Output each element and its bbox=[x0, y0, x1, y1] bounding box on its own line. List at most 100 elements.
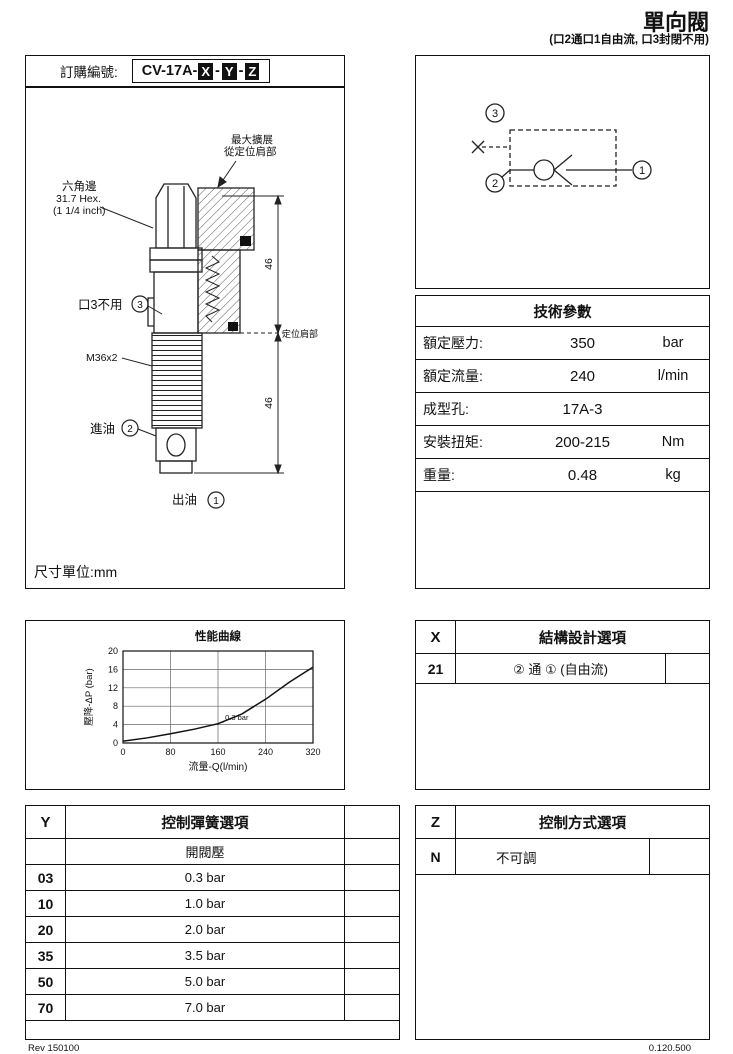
svg-text:320: 320 bbox=[305, 747, 320, 757]
shoulder-label: 定位肩部 bbox=[282, 328, 318, 339]
z-option-code: N bbox=[416, 839, 456, 874]
leader-lines bbox=[99, 160, 237, 437]
y-option-end-cell bbox=[344, 891, 399, 916]
svg-text:160: 160 bbox=[210, 747, 225, 757]
y-option-description: 3.5 bar bbox=[184, 948, 226, 963]
y-option-row: 03 0.3 bar bbox=[26, 865, 399, 891]
chart-ylabel: 壓降-ΔP (bar) bbox=[83, 668, 95, 725]
y-option-code: 50 bbox=[26, 969, 66, 994]
svg-text:0.3 bar: 0.3 bar bbox=[225, 713, 249, 722]
inlet-circle bbox=[121, 419, 139, 437]
z-option-end-cell bbox=[650, 839, 709, 874]
valve-drawing-box: 最大擴展 從定位肩部 六角邊 31.7 Hex. (1 1/4 inch) 口3… bbox=[25, 87, 345, 589]
y-options-header: Y 控制彈簧選項 bbox=[26, 806, 399, 839]
max-extension-label-2: 從定位肩部 bbox=[224, 145, 277, 158]
footer-document-number: 0.120.500 bbox=[648, 1043, 691, 1054]
technical-parameters-table: 技術參數 額定壓力: 350 bar 額定流量: 240 l/min 成型孔: … bbox=[415, 295, 710, 589]
y-option-description: 5.0 bar bbox=[184, 974, 226, 989]
tech-param-row: 成型孔: 17A-3 bbox=[416, 393, 709, 426]
page-subtitle: (口2通口1自由流, 口3封閉不用) bbox=[549, 34, 709, 46]
order-code: CV-17A-X-Y-Z bbox=[131, 59, 271, 83]
tech-param-label: 成型孔: bbox=[423, 401, 469, 417]
x-option-end-cell bbox=[665, 654, 709, 683]
hex-size-label: 31.7 Hex. bbox=[56, 193, 101, 205]
tech-param-row: 額定流量: 240 l/min bbox=[416, 360, 709, 393]
outlet-label: 出油 bbox=[172, 493, 197, 507]
technical-parameters-title: 技術參數 bbox=[416, 296, 709, 327]
x-options-header: X 結構設計選項 bbox=[416, 621, 709, 654]
y-options-subheader: 開閥壓 bbox=[26, 839, 399, 865]
tech-param-unit: bar bbox=[662, 335, 684, 351]
chart-title: 性能曲線 bbox=[195, 629, 241, 643]
dimension-bottom: 46 bbox=[263, 397, 275, 409]
y-subheader-key-cell bbox=[26, 839, 66, 864]
y-option-description: 0.3 bar bbox=[184, 870, 226, 885]
tech-param-label: 額定壓力: bbox=[423, 335, 483, 351]
y-option-row: 70 7.0 bar bbox=[26, 995, 399, 1021]
tech-param-unit: l/min bbox=[657, 368, 689, 384]
symbol-port3-number: 3 bbox=[492, 108, 498, 120]
y-option-end-cell bbox=[344, 865, 399, 890]
thread-size-label: M36x2 bbox=[86, 352, 118, 364]
z-options-header: Z 控制方式選項 bbox=[416, 806, 709, 839]
port3-circle bbox=[131, 295, 149, 313]
z-options-key: Z bbox=[416, 806, 456, 838]
tech-param-unit: Nm bbox=[661, 434, 685, 450]
dimension-unit-note: 尺寸單位:mm bbox=[34, 564, 118, 580]
outlet-number: 1 bbox=[213, 496, 219, 507]
footer-revision: Rev 150100 bbox=[28, 1043, 80, 1054]
port3-number: 3 bbox=[137, 300, 143, 311]
symbol-lines bbox=[471, 103, 652, 193]
x-options-title: 結構設計選項 bbox=[539, 630, 626, 647]
dimension-top: 46 bbox=[263, 258, 275, 270]
y-option-row: 10 1.0 bar bbox=[26, 891, 399, 917]
y-option-code: 10 bbox=[26, 891, 66, 916]
order-code-x: X bbox=[198, 62, 214, 80]
page-title: 單向閥 bbox=[642, 10, 709, 35]
inlet-number: 2 bbox=[127, 424, 133, 435]
y-option-row: 20 2.0 bar bbox=[26, 917, 399, 943]
tech-param-unit: kg bbox=[665, 467, 681, 483]
svg-text:16: 16 bbox=[108, 664, 118, 674]
dimension-lines bbox=[194, 194, 284, 475]
y-options-table: Y 控制彈簧選項 開閥壓 03 0.3 bar 10 1.0 bar 20 2.… bbox=[25, 805, 400, 1040]
svg-text:0: 0 bbox=[113, 738, 118, 748]
svg-text:240: 240 bbox=[258, 747, 273, 757]
tech-param-row: 重量: 0.48 kg bbox=[416, 459, 709, 492]
y-options-key: Y bbox=[26, 806, 66, 838]
symbol-port1-number: 1 bbox=[639, 165, 645, 177]
svg-text:8: 8 bbox=[113, 701, 118, 711]
y-option-row: 50 5.0 bar bbox=[26, 969, 399, 995]
x-option-description: ② 通 ① (自由流) bbox=[513, 662, 608, 677]
y-option-code: 35 bbox=[26, 943, 66, 968]
order-number-box: 訂購編號: CV-17A-X-Y-Z bbox=[25, 55, 345, 87]
tech-param-value: 200-215 bbox=[554, 433, 611, 451]
port3-label: 口3不用 bbox=[78, 298, 122, 312]
chart-xlabel: 流量-Q(l/min) bbox=[189, 760, 248, 773]
svg-text:4: 4 bbox=[113, 720, 118, 730]
svg-text:80: 80 bbox=[165, 747, 175, 757]
z-options-table: Z 控制方式選項 N 不可調 bbox=[415, 805, 710, 1040]
order-code-y: Y bbox=[221, 62, 237, 80]
valve-body-outline bbox=[147, 183, 255, 474]
tech-param-value: 350 bbox=[569, 334, 596, 352]
y-options-end-cell bbox=[344, 806, 399, 838]
y-option-end-cell bbox=[344, 969, 399, 994]
tech-param-label: 安裝扭矩: bbox=[423, 434, 483, 450]
tech-param-value: 240 bbox=[569, 367, 596, 385]
y-option-description: 2.0 bar bbox=[184, 922, 226, 937]
svg-text:12: 12 bbox=[108, 683, 118, 693]
y-option-description: 7.0 bar bbox=[184, 1000, 226, 1015]
y-options-title: 控制彈簧選項 bbox=[161, 815, 249, 832]
y-option-end-cell bbox=[344, 995, 399, 1020]
hex-label: 六角邊 bbox=[62, 179, 97, 193]
tech-param-label: 重量: bbox=[423, 467, 455, 483]
y-option-end-cell bbox=[344, 917, 399, 942]
x-options-table: X 結構設計選項 21 ② 通 ① (自由流) bbox=[415, 620, 710, 790]
y-option-end-cell bbox=[344, 943, 399, 968]
z-option-row: N 不可調 bbox=[416, 839, 709, 875]
symbol-port2-number: 2 bbox=[492, 178, 498, 190]
performance-curve-chart: 性能曲線 流量-Q(l/min) 壓降-ΔP (bar) 0 80 160 240 32… bbox=[83, 629, 321, 773]
x-option-row: 21 ② 通 ① (自由流) bbox=[416, 654, 709, 684]
tech-param-row: 額定壓力: 350 bar bbox=[416, 327, 709, 360]
